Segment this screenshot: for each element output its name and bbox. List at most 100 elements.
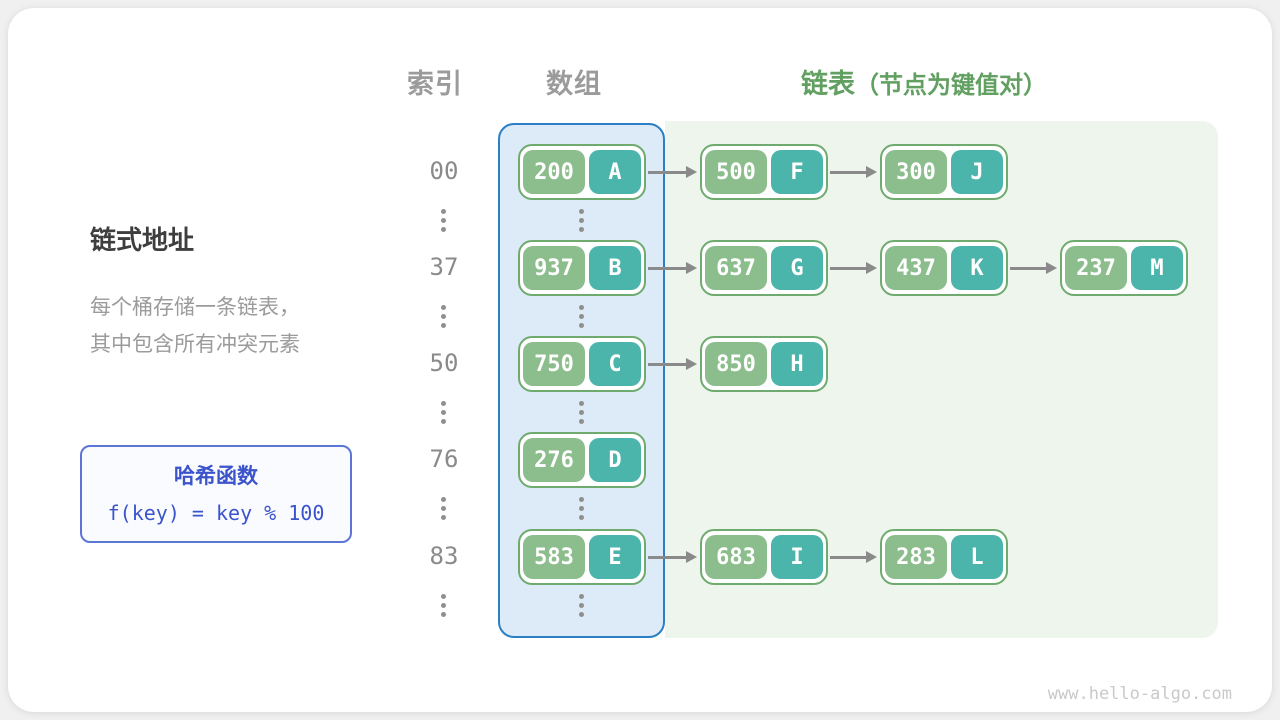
node-key: 637: [705, 246, 767, 290]
dot: [441, 611, 446, 617]
dot: [441, 226, 446, 232]
node-key: 237: [1065, 246, 1127, 290]
node-key: 583: [523, 535, 585, 579]
dot: [441, 217, 446, 223]
node-value: M: [1131, 246, 1183, 290]
index-ellipsis: [441, 400, 446, 424]
node-key: 750: [523, 342, 585, 386]
node-key: 500: [705, 150, 767, 194]
list-column-header: 链表 （节点为键值对）: [801, 62, 1047, 101]
pointer-arrow: [830, 550, 877, 563]
dot: [579, 611, 584, 617]
node-value: L: [951, 535, 1003, 579]
dot: [441, 505, 446, 511]
pointer-arrow: [830, 261, 877, 274]
pointer-arrow: [648, 357, 697, 370]
dot: [441, 208, 446, 214]
pointer-arrow: [648, 165, 697, 178]
dot: [579, 304, 584, 310]
node-value: J: [951, 150, 1003, 194]
diagram-card: 索引 数组 链表 （节点为键值对） 链式地址 每个桶存储一条链表， 其中包含所有…: [8, 8, 1272, 712]
index-ellipsis: [441, 496, 446, 520]
dot: [441, 322, 446, 328]
dot: [579, 496, 584, 502]
node-key: 937: [523, 246, 585, 290]
dot: [579, 217, 584, 223]
dot: [579, 409, 584, 415]
node-value: B: [589, 246, 641, 290]
dot: [441, 418, 446, 424]
dot: [441, 496, 446, 502]
array-column-header: 数组: [546, 69, 602, 99]
node-key: 683: [705, 535, 767, 579]
index-label: 76: [429, 445, 459, 473]
index-ellipsis: [441, 208, 446, 232]
pointer-arrow: [1010, 261, 1057, 274]
index-column-header: 索引: [407, 69, 463, 99]
node-value: K: [951, 246, 1003, 290]
node-value: D: [589, 438, 641, 482]
node-value: I: [771, 535, 823, 579]
index-ellipsis: [441, 304, 446, 328]
array-ellipsis: [579, 496, 584, 520]
list-header-note: （节点为键值对）: [855, 72, 1047, 99]
node-key: 437: [885, 246, 947, 290]
dot: [441, 593, 446, 599]
list-header-title: 链表: [801, 69, 855, 99]
pointer-arrow: [830, 165, 877, 178]
pointer-arrow: [648, 261, 697, 274]
dot: [441, 304, 446, 310]
dot: [579, 505, 584, 511]
hash-function-formula: f(key) = key % 100: [107, 501, 325, 525]
node-value: G: [771, 246, 823, 290]
node-value: H: [771, 342, 823, 386]
dot: [441, 400, 446, 406]
dot: [579, 593, 584, 599]
dot: [579, 226, 584, 232]
dot: [441, 602, 446, 608]
dot: [579, 313, 584, 319]
node-value: A: [589, 150, 641, 194]
node-key: 300: [885, 150, 947, 194]
dot: [579, 322, 584, 328]
node-value: E: [589, 535, 641, 579]
index-label: 00: [429, 157, 459, 185]
dot: [579, 514, 584, 520]
dot: [441, 514, 446, 520]
node-value: F: [771, 150, 823, 194]
pointer-arrow: [648, 550, 697, 563]
array-ellipsis: [579, 304, 584, 328]
dot: [441, 409, 446, 415]
hash-function-box: 哈希函数 f(key) = key % 100: [80, 445, 352, 543]
hash-function-title: 哈希函数: [174, 465, 258, 488]
node-key: 283: [885, 535, 947, 579]
node-key: 200: [523, 150, 585, 194]
description-text: 每个桶存储一条链表， 其中包含所有冲突元素: [90, 296, 300, 356]
array-ellipsis: [579, 400, 584, 424]
array-ellipsis: [579, 593, 584, 617]
index-label: 37: [429, 253, 459, 281]
index-ellipsis: [441, 593, 446, 617]
index-label: 50: [429, 349, 459, 377]
node-key: 276: [523, 438, 585, 482]
dot: [579, 602, 584, 608]
index-label: 83: [429, 542, 459, 570]
page-title: 链式地址: [90, 225, 195, 255]
dot: [579, 418, 584, 424]
node-key: 850: [705, 342, 767, 386]
watermark: www.hello-algo.com: [1047, 684, 1232, 704]
node-value: C: [589, 342, 641, 386]
array-ellipsis: [579, 208, 584, 232]
